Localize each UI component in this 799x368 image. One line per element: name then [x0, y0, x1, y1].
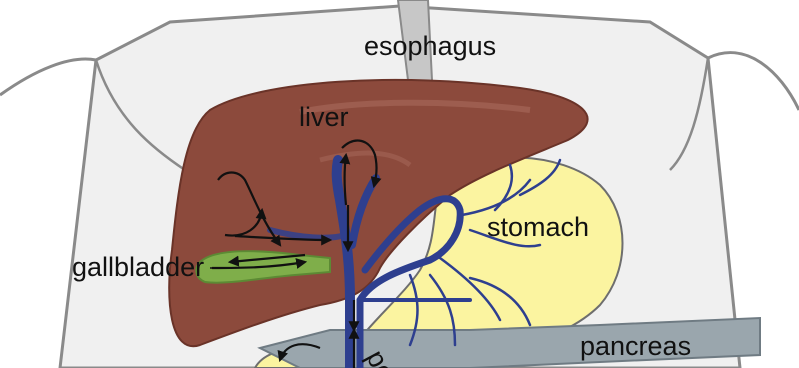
label-stomach: stomach — [487, 214, 589, 241]
label-pancreas: pancreas — [580, 333, 691, 360]
label-esophagus: esophagus — [364, 33, 496, 60]
label-liver: liver — [299, 104, 349, 131]
left-arm-outline — [0, 59, 96, 95]
label-gallbladder: gallbladder — [72, 254, 204, 281]
right-arm-outline — [708, 53, 799, 110]
